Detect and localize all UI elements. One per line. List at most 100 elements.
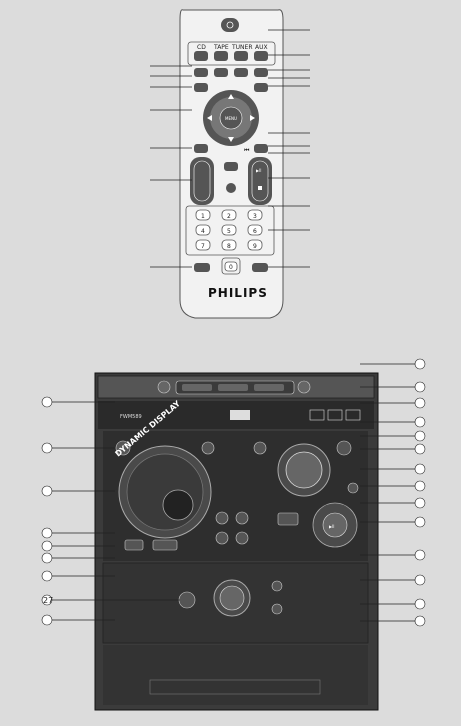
key-3-label: 3 <box>253 213 257 220</box>
center-button-4[interactable] <box>235 531 249 545</box>
standby-button[interactable] <box>115 440 131 456</box>
usb-port[interactable] <box>124 539 144 551</box>
center-button-2[interactable] <box>235 511 249 525</box>
unit-callout-left-4-marker <box>41 527 53 539</box>
mp3-link-button[interactable] <box>152 539 178 551</box>
key-5[interactable] <box>221 224 237 236</box>
key-0-label: 0 <box>229 264 233 271</box>
unit-callout-right-3-marker <box>414 397 426 409</box>
unit-callout-right-2-marker <box>414 381 426 393</box>
volume-rocker[interactable] <box>190 157 214 205</box>
disc-2-button[interactable] <box>218 384 248 391</box>
center-button-1[interactable] <box>215 511 229 525</box>
remote-button-repeat[interactable] <box>252 263 268 272</box>
play-stop-rocker[interactable] <box>248 157 272 205</box>
remote-button-timer[interactable] <box>214 68 228 77</box>
remote-callouts <box>150 29 310 268</box>
open-close-button[interactable] <box>157 380 171 394</box>
volume-rocker-inner <box>193 160 211 202</box>
source-button-aux[interactable] <box>254 51 268 61</box>
key-4-label: 4 <box>201 228 205 235</box>
key-4[interactable] <box>195 224 211 236</box>
unit-callout-right-14-marker <box>414 615 426 627</box>
disc-change-button[interactable] <box>297 380 311 394</box>
zero-key-frame <box>221 257 241 275</box>
disc-1-button[interactable] <box>182 384 212 391</box>
lower-panel <box>103 645 368 705</box>
stop-button[interactable] <box>277 512 299 526</box>
unit-callout-left-27-marker <box>41 594 53 606</box>
display-window <box>162 489 194 521</box>
key-2[interactable] <box>221 209 237 221</box>
remote-button-sleep[interactable] <box>234 68 248 77</box>
format-logo-3 <box>345 409 361 421</box>
remote-button-shuffle[interactable] <box>226 183 236 193</box>
unit-callout-left-1-marker <box>41 396 53 408</box>
deck-knob[interactable] <box>219 585 245 611</box>
key-7-label: 7 <box>201 243 205 250</box>
remote-button-prog[interactable] <box>194 263 210 272</box>
unit-callout-right-7-marker <box>414 463 426 475</box>
key-2-label: 2 <box>227 213 231 220</box>
center-button-3[interactable] <box>215 531 229 545</box>
unit-callout-right-12-marker <box>414 574 426 586</box>
remote-button-display[interactable] <box>194 83 208 92</box>
key-9[interactable] <box>247 239 263 251</box>
remote-button-mute[interactable] <box>224 162 238 171</box>
dpad-center-button[interactable] <box>219 106 243 130</box>
key-8[interactable] <box>221 239 237 251</box>
remote-button-right-lower[interactable] <box>254 144 268 153</box>
key-8-label: 8 <box>227 243 231 250</box>
source-button-tuner[interactable] <box>234 51 248 61</box>
key-0[interactable] <box>224 261 238 272</box>
arrow-up-icon <box>228 94 234 99</box>
power-button[interactable] <box>221 18 239 32</box>
key-7[interactable] <box>195 239 211 251</box>
key-6[interactable] <box>247 224 263 236</box>
remote-button-clock[interactable] <box>194 68 208 77</box>
unit-callout-right-8-marker <box>414 480 426 492</box>
warning-label <box>149 679 321 695</box>
key-6-label: 6 <box>253 228 257 235</box>
unit-callout-right-5-marker <box>414 430 426 442</box>
source-button[interactable] <box>201 441 215 455</box>
headphone-jack[interactable] <box>271 580 283 592</box>
key-9-label: 9 <box>253 243 257 250</box>
remote-button-left-lower[interactable] <box>194 144 208 153</box>
volume-knob[interactable] <box>285 451 323 489</box>
eject-button[interactable] <box>178 591 196 609</box>
unit-callout-right-6-marker <box>414 443 426 455</box>
aux-in-jack[interactable] <box>271 603 283 615</box>
remote-button-dim[interactable] <box>254 68 268 77</box>
unit-callout-right-1-marker <box>414 358 426 370</box>
unit-callout-left-7-marker <box>41 570 53 582</box>
unit-callout-right-11-marker <box>414 549 426 561</box>
model-label: FWM589 <box>120 414 142 420</box>
play-pause-button[interactable] <box>322 512 348 538</box>
arrow-right-icon <box>250 115 255 121</box>
unit-callout-left-27-number: 27 <box>43 596 53 605</box>
key-1[interactable] <box>195 209 211 221</box>
key-3[interactable] <box>247 209 263 221</box>
play-pause-icon: ▶II <box>256 168 261 173</box>
power-icon <box>226 21 234 29</box>
demo-button[interactable] <box>336 440 352 456</box>
disc-3-button[interactable] <box>254 384 284 391</box>
skip-icon: ⏮ <box>244 147 250 154</box>
remote-button-mode[interactable] <box>254 83 268 92</box>
source-button-cd[interactable] <box>194 51 208 61</box>
arrow-left-icon <box>207 115 212 121</box>
unit-callout-right-13-marker <box>414 598 426 610</box>
main-unit: FWM589 DYNAMIC DISPLAY ▶II <box>94 372 379 711</box>
dpad-center-label: MENU <box>225 116 237 121</box>
unit-callout-left-3-marker <box>41 485 53 497</box>
key-1-label: 1 <box>201 213 205 220</box>
keypad-frame <box>185 205 275 256</box>
source-button-tape[interactable] <box>214 51 228 61</box>
play-pause-front-icon: ▶II <box>329 524 334 529</box>
display-button[interactable] <box>253 441 267 455</box>
unit-callout-right-4-marker <box>414 416 426 428</box>
tuning-button[interactable] <box>347 482 359 494</box>
